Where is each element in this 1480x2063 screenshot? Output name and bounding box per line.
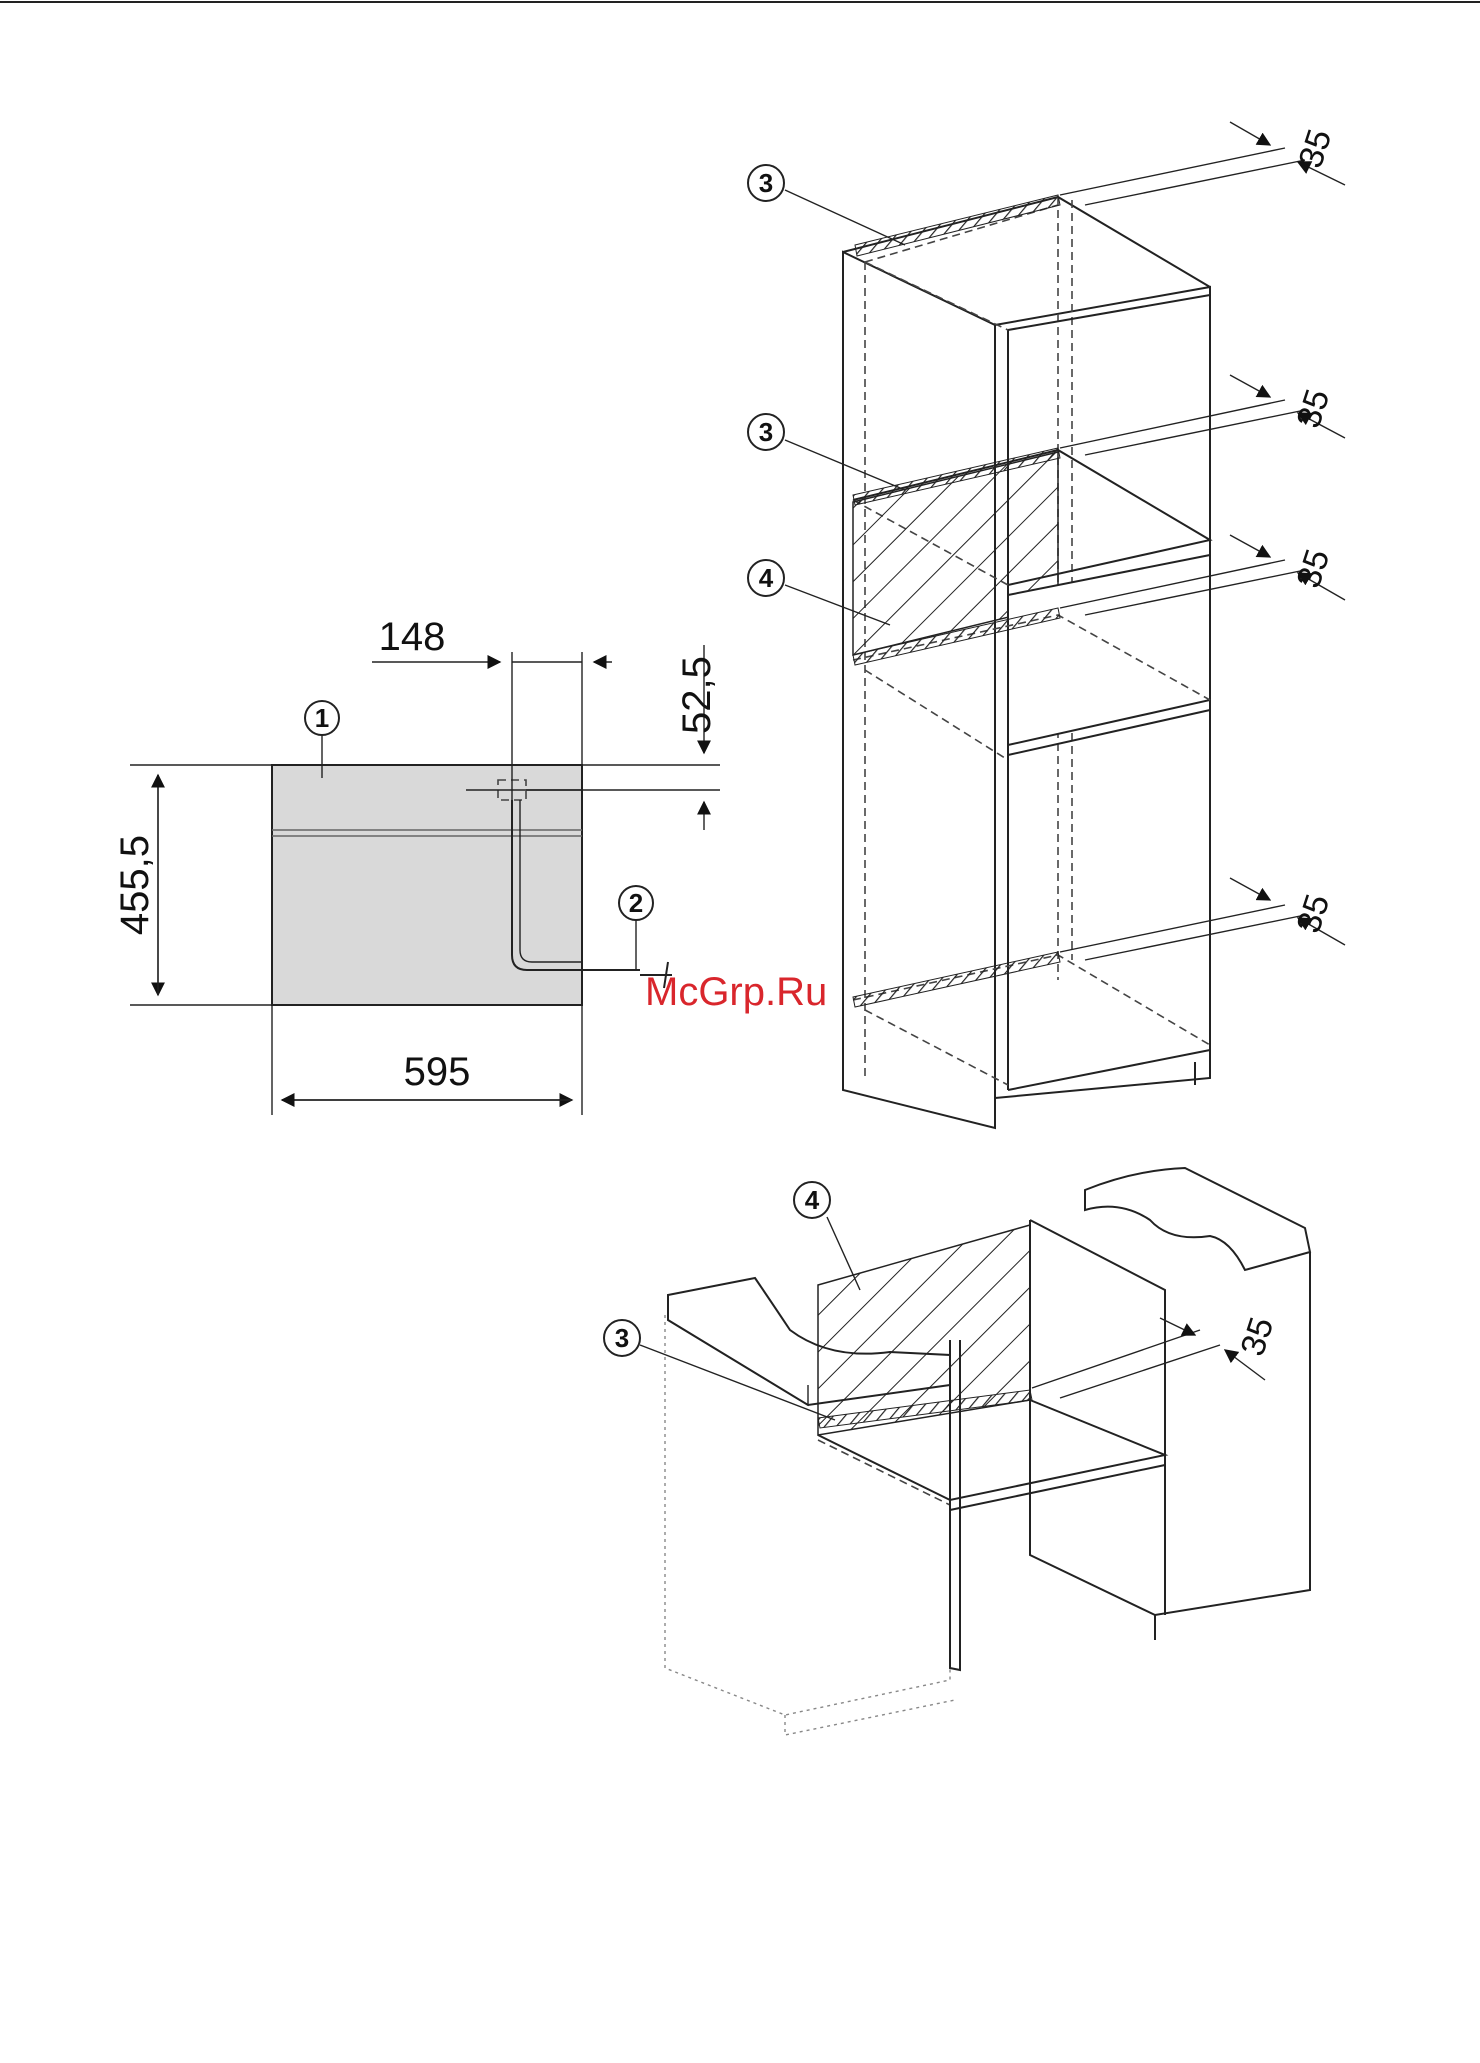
gap-label-1: 35	[1291, 125, 1339, 173]
watermark: McGrp.Ru	[645, 970, 827, 1014]
undercounter-installation: 35 4 3	[604, 1168, 1310, 1735]
gap-dim-4: 35	[1060, 878, 1345, 960]
gap-label-5: 35	[1233, 1313, 1281, 1361]
callout-3b-label: 3	[759, 417, 773, 447]
tall-cabinet: 35 35 35 35 3 3	[748, 122, 1345, 1128]
callout-2-label: 2	[629, 888, 643, 918]
callout-3a-label: 3	[759, 168, 773, 198]
dim-height: 455,5	[113, 835, 157, 935]
gap-label-3: 35	[1289, 545, 1337, 593]
gap-dim-2: 35	[1060, 375, 1345, 455]
gap-label-4: 35	[1289, 890, 1337, 938]
dim-width: 595	[404, 1050, 471, 1094]
gap-dim-1: 35	[1060, 122, 1345, 205]
callout-3c-label: 3	[615, 1323, 629, 1353]
callout-1-label: 1	[315, 703, 329, 733]
appliance-front-view: 595 455,5 148 52,5 1 2	[113, 615, 720, 1115]
gap-label-2: 35	[1289, 385, 1337, 433]
dim-offset-x: 148	[379, 615, 446, 659]
dim-offset-y: 52,5	[675, 656, 719, 734]
callout-4b-label: 4	[805, 1185, 820, 1215]
callout-4a-label: 4	[759, 563, 774, 593]
